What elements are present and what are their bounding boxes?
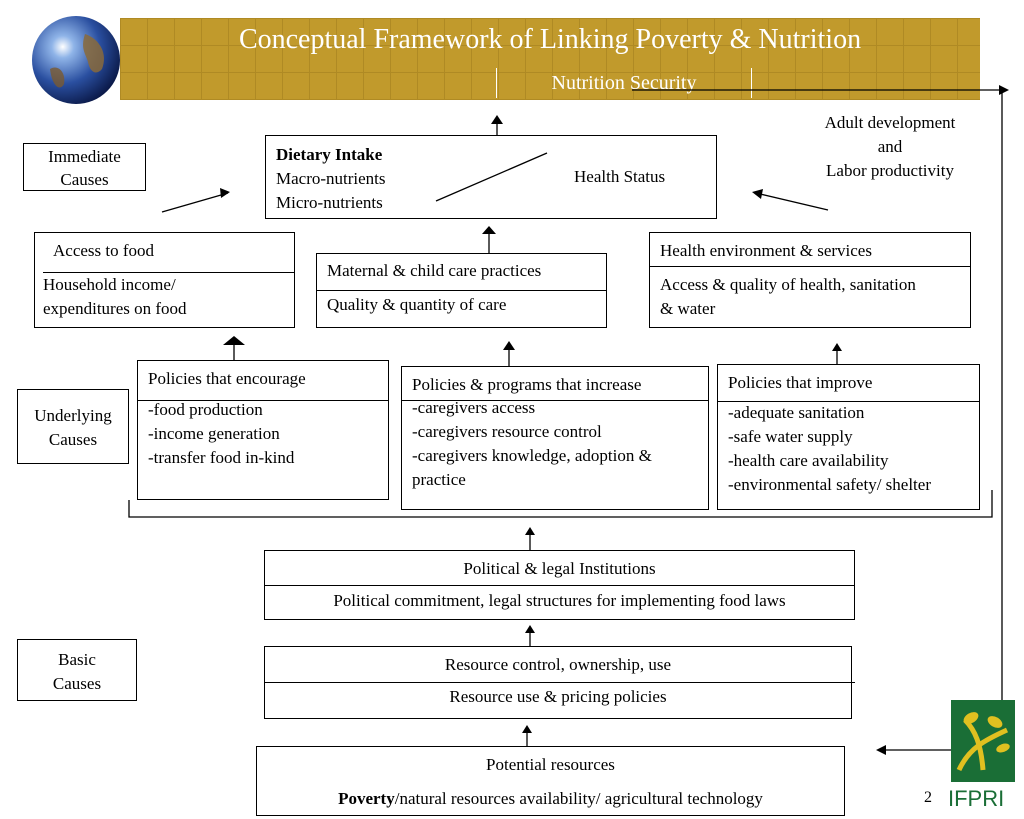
- policies-health-box: Policies that improve -adequate sanitati…: [717, 364, 980, 510]
- divider: [317, 290, 606, 291]
- list-item: -safe water supply: [728, 427, 853, 446]
- page-number: 2: [924, 789, 932, 806]
- resource-control-title: Resource control, ownership, use: [444, 655, 672, 674]
- political-institutions-title: Political & legal Institutions: [463, 559, 656, 578]
- underlying-causes-label: Underlying Causes: [17, 389, 129, 464]
- title-banner: Conceptual Framework of Linking Poverty …: [120, 18, 980, 100]
- ifpri-logo-text: IFPRI: [948, 786, 1005, 811]
- poverty-line: Poverty/natural resources availability/ …: [257, 787, 844, 811]
- divider: [650, 266, 970, 267]
- ifpri-logo-icon: [951, 700, 1015, 782]
- list-item: -transfer food in-kind: [148, 448, 295, 467]
- divider: [265, 682, 855, 683]
- world-map-pattern: [120, 18, 980, 100]
- basic-causes-label: Basic Causes: [17, 639, 137, 701]
- list-item: -caregivers resource control: [412, 422, 602, 441]
- resource-control-box: Resource control, ownership, use Resourc…: [264, 646, 855, 719]
- divider: [718, 401, 979, 402]
- access-to-food-box: Access to food Household income/ expendi…: [34, 232, 295, 328]
- maternal-care-title: Maternal & child care practices: [327, 261, 542, 280]
- policies-care-title: Policies & programs that increase: [412, 375, 642, 394]
- policies-health-title: Policies that improve: [728, 373, 873, 392]
- list-item: -food production: [148, 400, 263, 419]
- access-to-food-title: Access to food: [53, 241, 155, 260]
- divider: [402, 400, 708, 401]
- divider: [138, 400, 388, 401]
- list-item: -caregivers access: [412, 398, 536, 417]
- health-environment-box: Health environment & services Access & q…: [649, 232, 971, 328]
- dietary-intake-title: Dietary Intake: [276, 145, 383, 164]
- maternal-care-box: Maternal & child care practices Quality …: [316, 253, 607, 328]
- poverty-bold: Poverty: [338, 789, 395, 808]
- outcome-label-3: Labor productivity: [826, 161, 954, 180]
- policies-food-box: Policies that encourage -food production…: [137, 360, 389, 500]
- immediate-causes-label: Immediate Causes: [23, 143, 146, 191]
- outcome-label-2: and: [877, 137, 903, 156]
- list-item: -income generation: [148, 424, 280, 443]
- divider: [265, 585, 854, 586]
- divider: [43, 272, 294, 273]
- list-item: -caregivers knowledge, adoption &: [412, 446, 652, 465]
- micro-nutrients: Micro-nutrients: [276, 193, 383, 212]
- list-item: practice: [412, 470, 466, 489]
- page-title: Conceptual Framework of Linking Poverty …: [238, 24, 862, 55]
- potential-resources-title: Potential resources: [486, 755, 615, 774]
- outcome-label-1: Adult development: [824, 113, 956, 132]
- macro-nutrients: Macro-nutrients: [276, 169, 386, 188]
- list-item: -environmental safety/ shelter: [728, 475, 931, 494]
- page-subtitle: Nutrition Security: [496, 68, 752, 98]
- poverty-rest: /natural resources availability/ agricul…: [394, 789, 763, 808]
- globe-icon: [32, 16, 120, 104]
- policies-care-box: Policies & programs that increase -careg…: [401, 366, 709, 510]
- health-status: Health Status: [574, 167, 666, 186]
- potential-resources-box: Potential resources Poverty/natural reso…: [256, 746, 845, 816]
- political-institutions-box: Political & legal Institutions Political…: [264, 550, 855, 620]
- policies-food-title: Policies that encourage: [148, 369, 306, 388]
- list-item: -health care availability: [728, 451, 889, 470]
- list-item: -adequate sanitation: [728, 403, 865, 422]
- health-environment-title: Health environment & services: [660, 241, 872, 260]
